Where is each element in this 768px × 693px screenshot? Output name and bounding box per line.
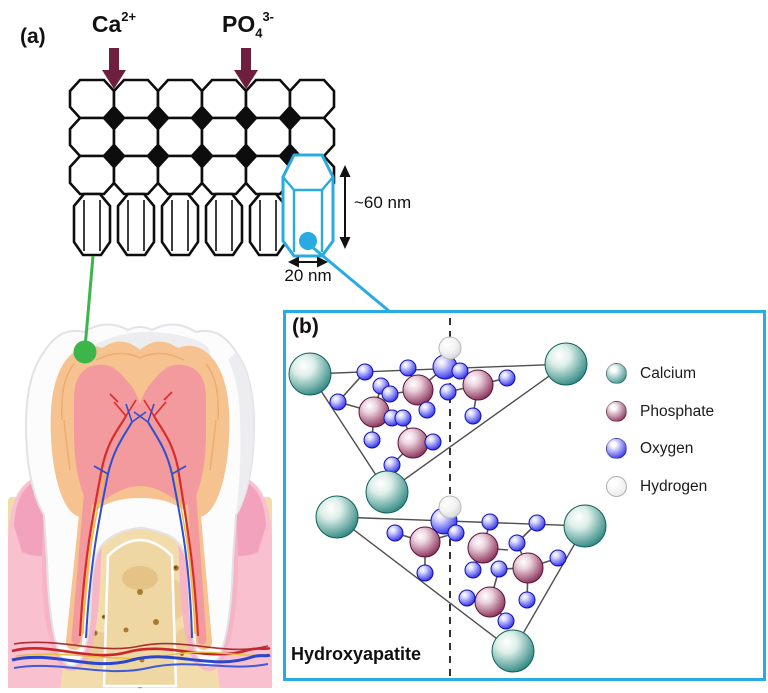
panel-a-label: (a) [20, 25, 46, 48]
enamel-rod-lattice [68, 78, 336, 257]
legend-item-hydrogen: Hydrogen [606, 476, 707, 497]
cyan-connector-line [310, 244, 390, 313]
legend-label: Calcium [640, 364, 696, 382]
pulp-chamber [74, 364, 206, 505]
calcium-sphere-icon [606, 363, 627, 384]
legend-item-oxygen: Oxygen [606, 438, 693, 459]
legend-item-calcium: Calcium [606, 363, 696, 384]
oxygen-sphere-icon [606, 438, 627, 459]
height-dimension-arrow [339, 165, 351, 249]
hydroxyapatite-label: Hydroxyapatite [291, 644, 422, 664]
root-canal-right [187, 493, 207, 645]
width-dimension-label: 20 nm [284, 266, 332, 285]
tooth-illustration [8, 323, 272, 689]
calcium-ion-label: Ca2+ [91, 9, 137, 37]
highlighted-crystallite [281, 153, 335, 258]
phosphate-ion-arrow [234, 48, 258, 89]
legend-label: Phosphate [640, 402, 715, 420]
legend-label: Hydrogen [640, 477, 708, 495]
alveolar-vessels [11, 641, 271, 673]
pulp-vessels [78, 391, 200, 639]
panel-b-label: (b) [292, 315, 319, 338]
root-canal-left [71, 493, 93, 645]
panel-b-box [283, 310, 766, 681]
calcium-ion-arrow [102, 48, 126, 89]
hydroxyapatite-molecule [288, 318, 607, 676]
green-marker-dot [73, 340, 97, 364]
legend-item-phosphate: Phosphate [606, 401, 714, 422]
green-connector-line [83, 255, 95, 349]
width-dimension-arrow [288, 256, 328, 268]
legend-label: Oxygen [640, 439, 694, 457]
hydrogen-sphere-icon [606, 476, 627, 497]
height-dimension-label: ~60 nm [354, 193, 412, 212]
phosphate-sphere-icon [606, 401, 627, 422]
phosphate-ion-label: PO43- [221, 9, 275, 41]
